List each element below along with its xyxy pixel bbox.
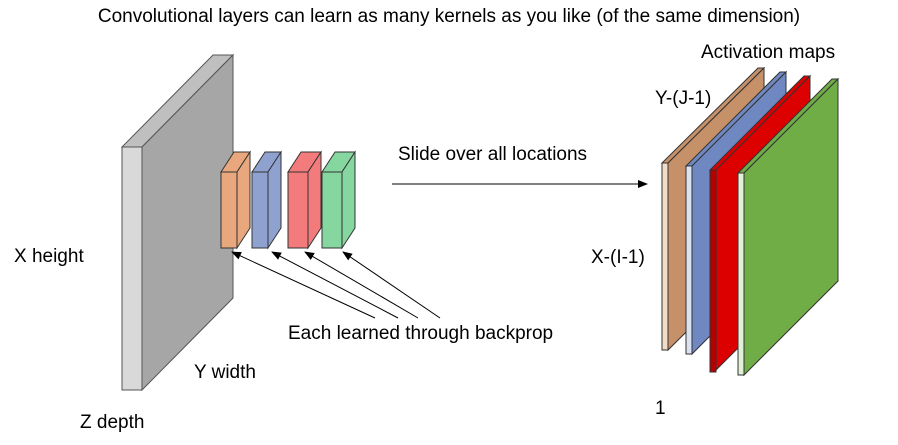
kernel-green	[321, 150, 356, 250]
backprop-note: Each learned through backprop	[288, 323, 553, 344]
kernel-red	[287, 150, 322, 250]
input-depth-label: Z depth	[80, 412, 144, 433]
backprop-arrow-blue	[271, 251, 399, 319]
activation-map-green	[736, 77, 840, 377]
kernel-blue	[251, 150, 282, 250]
diagram-title: Convolutional layers can learn as many k…	[98, 6, 800, 27]
input-volume-side	[141, 53, 234, 392]
activation-maps-title: Activation maps	[701, 42, 835, 63]
slide-label: Slide over all locations	[398, 144, 587, 165]
input-height-label: X height	[14, 246, 84, 267]
output-depth-label: 1	[655, 398, 666, 419]
input-volume	[120, 53, 235, 392]
backprop-arrow-red	[304, 251, 419, 319]
output-height-label: X-(I-1)	[591, 247, 645, 268]
backprop-arrows	[231, 251, 441, 319]
output-width-label: Y-(J-1)	[655, 88, 711, 109]
backprop-arrow-green	[342, 251, 441, 319]
kernel-orange	[220, 150, 251, 250]
input-width-label: Y width	[194, 362, 256, 383]
backprop-arrow-orange	[231, 251, 376, 319]
input-volume-front	[121, 146, 143, 391]
